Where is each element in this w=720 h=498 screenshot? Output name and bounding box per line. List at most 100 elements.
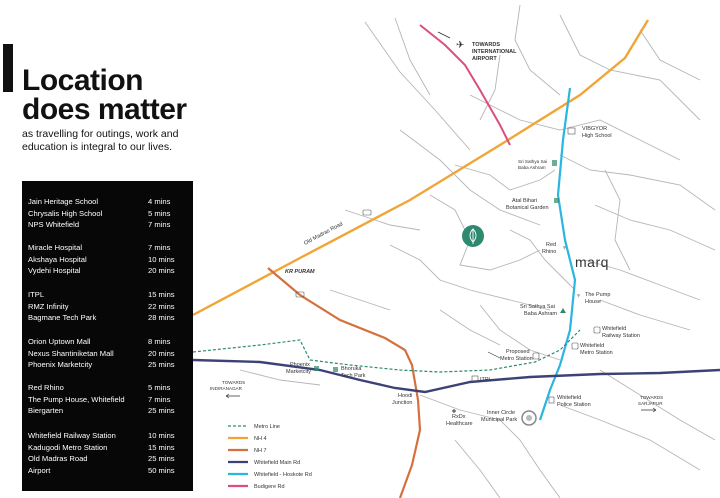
metro-icon [571, 342, 579, 350]
travel-time: 5 mins [148, 208, 171, 218]
travel-time: 4 mins [148, 197, 171, 206]
police-icon [548, 396, 555, 404]
place-name: Bagmane Tech Park [28, 313, 97, 322]
budigere-road [419, 24, 511, 146]
place-name: Jain Heritage School [28, 197, 99, 206]
place-name: Old Madras Road [28, 454, 88, 463]
map-label-red-rhino: Red [546, 242, 556, 248]
map-label-vibgyor: High School [582, 133, 612, 139]
airplane-icon: ✈ [456, 40, 464, 51]
travel-time: 50 mins [148, 465, 175, 475]
legend-label: NH 7 [254, 448, 267, 454]
airport-marker: ✈ TOWARDS INTERNATIONAL AIRPORT [437, 31, 517, 62]
list-item: Whitefield Railway Station 10 mins [22, 430, 193, 442]
travel-time: 7 mins [148, 220, 171, 229]
travel-time: 20 mins [148, 348, 175, 358]
hoskote-road [538, 87, 577, 421]
travel-time: 7 mins [148, 394, 171, 404]
map-label-bhoruka: Tech Park [341, 373, 366, 379]
distance-panel: Jain Heritage School 4 mins Chrysalis Hig… [22, 181, 193, 491]
roundabout-icon [521, 410, 537, 426]
travel-time: 22 mins [148, 301, 175, 311]
map-label-sarjapur: TOWARDS [640, 395, 663, 400]
travel-time: 10 mins [148, 431, 175, 440]
map-label-pump-house: The Pump [585, 292, 610, 298]
place-name: Orion Uptown Mall [28, 337, 91, 346]
nh7-road [267, 267, 422, 498]
list-item: Orion Uptown Mall 8 mins [22, 336, 193, 348]
travel-time: 28 mins [148, 313, 175, 322]
place-name: Biergarten [28, 406, 64, 415]
office-icon [471, 375, 479, 382]
place-name: Kadugodi Metro Station [28, 442, 108, 452]
place-name: Red Rhino [28, 383, 64, 392]
transit-group: Whitefield Railway Station 10 mins Kadugo… [22, 430, 193, 476]
office-icon [333, 367, 338, 372]
legend-label: Budigere Rd [254, 484, 285, 490]
place-name: Whitefield Railway Station [28, 431, 116, 440]
metro-icon [532, 352, 540, 360]
map-label-ashram: Sri Sathya Sai [520, 304, 555, 310]
map-label-itpl: ITPL [480, 377, 492, 383]
map-label-hoodi: Junction [392, 400, 413, 406]
place-name: Vydehi Hospital [28, 266, 81, 275]
map-label-police: Police Station [557, 402, 591, 408]
subtitle: as travelling for outings, work and educ… [22, 128, 179, 153]
arrow-icon [437, 31, 451, 39]
bus-icon [362, 209, 372, 216]
drink-icon: ♆ [576, 293, 581, 300]
map-label-airport: INTERNATIONAL [472, 49, 517, 55]
map-label-bhoruka: Bhoruka [341, 366, 362, 372]
garden-icon [554, 198, 559, 203]
list-item: Jain Heritage School 4 mins [22, 196, 193, 208]
travel-time: 7 mins [148, 243, 171, 252]
map-label-inner-circle: Municipal Park [481, 417, 517, 423]
roundabout-center [526, 415, 532, 421]
bus-icon [295, 291, 305, 298]
map-label-metro-station: Whitefield [580, 343, 604, 349]
place-name: The Pump House, Whitefield [28, 394, 125, 404]
map-label-airport: TOWARDS [472, 42, 500, 48]
title-line-2: does matter [22, 93, 187, 126]
leaf-icon [469, 228, 477, 244]
map-label-atal-bihari: Atal Bihari [512, 198, 537, 204]
map-label-hoodi: Hoodi [398, 393, 412, 399]
map-label-indiranagar: INDIRANAGAR [210, 386, 243, 391]
map-label-sarjapur: SARJAPUR [638, 401, 663, 406]
travel-time: 8 mins [148, 337, 171, 346]
map-label-sai-sadan: Baba Ashram [518, 165, 546, 170]
minor-roads [239, 4, 716, 498]
map-label-kr-puram: KR PURAM [285, 269, 315, 275]
travel-time: 10 mins [148, 254, 175, 264]
map-label-red-rhino: Rhino [542, 249, 556, 255]
travel-time: 25 mins [148, 454, 175, 463]
map-label-railway-station: Whitefield [602, 326, 626, 332]
map-label-phoenix: Phoenix [290, 362, 310, 368]
list-item: Old Madras Road 25 mins [22, 453, 193, 465]
map-label-ashram: Baba Ashram [524, 311, 557, 317]
place-name: NPS Whitefield [28, 220, 80, 229]
place-name: Phoenix Marketcity [28, 360, 93, 369]
place-name: RMZ Infinity [28, 301, 69, 311]
page-title: Location does matter [22, 64, 187, 126]
list-item: Kadugodi Metro Station 15 mins [22, 442, 193, 454]
travel-time: 15 mins [148, 442, 175, 452]
hospital-icon [452, 409, 456, 413]
pointer-line [487, 351, 501, 359]
legend-label: Whitefield Main Rd [254, 460, 300, 466]
map-label-sai-sadan: Sri Sathya Sai [518, 159, 547, 164]
arrow-right-icon [641, 407, 657, 413]
map-label-rxdx: Healthcare [446, 421, 473, 427]
drink-icon: ♆ [562, 245, 567, 252]
place-name: Nexus Shantiniketan Mall [28, 348, 114, 358]
legend-label: Metro Line [254, 424, 280, 430]
temple-icon [560, 308, 566, 313]
title-line-1: Location [22, 64, 143, 97]
map-label-proposed-metro: Metro Station [500, 356, 533, 362]
